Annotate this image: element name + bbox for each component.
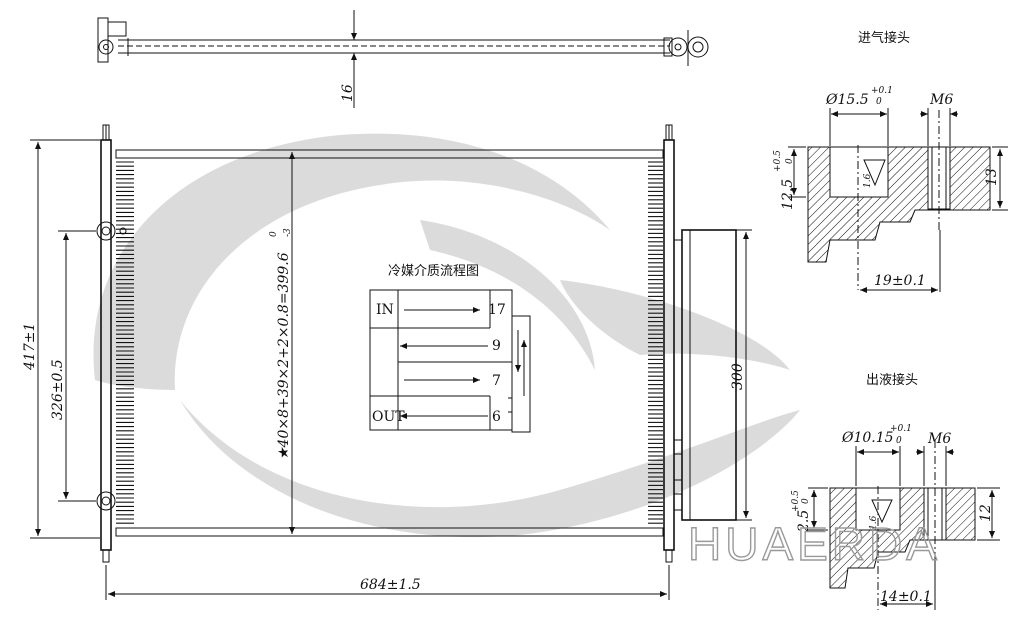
inlet-thread-dim: M6 [929,92,953,108]
dim-core-tol-bot: -3 [283,228,293,237]
dim-mount: 326±0.5 [50,359,66,420]
top-view: 16 [97,10,709,108]
dim-height: 417±1 [22,323,38,371]
outlet-bottom-dim: 14±0.1 [880,589,932,605]
inlet-right-dim: 13 [984,168,1000,186]
inlet-height-dim: 12.5 [780,179,796,210]
outlet-height-tol-top: +0.5 [791,490,801,512]
watermark-swirl [93,133,800,538]
mount-boss-lower [96,491,116,511]
watermark-logo: HUAERDA [688,518,941,570]
outlet-thread-dim: M6 [927,431,951,447]
outlet-height-tol-bot: 0 [801,498,811,504]
outlet-height-dim: 2.5 [796,510,812,533]
outlet-small-dim: 1.6 [869,515,879,530]
outlet-bore-dim: Ø10.15 [841,430,894,446]
dim-top-thickness: 16 [340,84,356,102]
inlet-title: 进气接头 [858,30,910,46]
outlet-bore-tol-bot: 0 [896,436,902,446]
front-view: 417±1 326±0.5 ★40×8+39×2+2×0.8=399.6 0 -… [22,124,752,600]
inlet-small-dim: 1.6 [863,173,873,188]
inlet-bore-dim: Ø15.5 [825,92,869,108]
fins-left [116,161,134,524]
dim-width: 684±1.5 [360,577,421,593]
outlet-right-dim: 12 [978,504,994,522]
fins-right [648,161,663,524]
dim-core-tol-top: 0 [269,231,279,237]
flow-pass-2: 7 [492,373,501,389]
flow-pass-1: 9 [492,338,501,354]
inlet-fitting-section: 进气接头 Ø15.5 +0.1 0 M6 12.5 +0.5 0 13 19±0… [773,30,1008,293]
flow-pass-0: 17 [488,302,506,318]
flow-pass-3: 6 [492,409,501,425]
inlet-bore-tol-top: +0.1 [871,86,893,96]
outlet-fitting-section: 出液接头 Ø10.15 +0.1 0 M6 2.5 +0.5 0 12 14±0… [791,372,1000,610]
receiver-dryer [681,229,737,521]
flow-out-label: OUT [372,409,405,425]
inlet-height-tol-bot: 0 [785,158,795,164]
flow-title: 冷媒介质流程图 [388,264,479,279]
mount-boss-upper [96,221,116,241]
inlet-bore-tol-bot: 0 [876,97,882,107]
inlet-height-tol-top: +0.5 [773,150,783,172]
flow-diagram: 冷媒介质流程图 IN OUT 17 9 7 6 [369,264,531,433]
flow-in-label: IN [376,302,394,318]
inlet-bottom-dim: 19±0.1 [874,273,926,289]
dim-side-length: 300 [730,363,746,390]
outlet-bore-tol-top: +0.1 [890,424,912,434]
outlet-title: 出液接头 [866,372,918,388]
dim-core: ★40×8+39×2+2×0.8=399.6 [276,252,292,460]
